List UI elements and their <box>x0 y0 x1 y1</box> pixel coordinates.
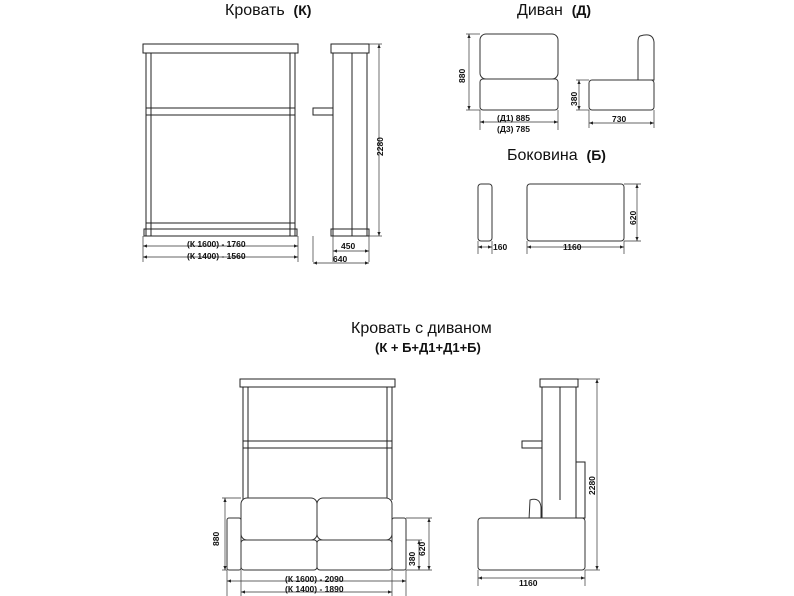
bed-width-1400-label: (К 1400) - 1560 <box>187 251 246 261</box>
combo-width-1400-label: (К 1400) - 1890 <box>285 584 344 594</box>
combo-depth-label: 1160 <box>519 578 538 588</box>
sofa-title-text: Диван <box>517 2 563 19</box>
bed-code: (К) <box>293 2 312 18</box>
side-height-label: 620 <box>628 210 638 225</box>
sofa-side-dimensions <box>576 79 655 128</box>
side-thickness-label: 160 <box>493 242 508 252</box>
side-panel-dimensions <box>477 183 641 254</box>
side-title: Боковина (Б) <box>507 148 606 164</box>
bed-side-view <box>312 43 370 237</box>
combo-width-1600-label: (К 1600) - 2090 <box>285 574 344 584</box>
side-length-label: 1160 <box>563 242 582 252</box>
combo-sofa-height-label: 880 <box>211 531 221 546</box>
bed-width-1600-label: (К 1600) - 1760 <box>187 239 246 249</box>
side-panel-views <box>477 183 625 242</box>
combo-height-label: 2280 <box>587 476 597 495</box>
sofa-front-view <box>479 33 559 111</box>
sofa-width-d1-label: (Д1) 885 <box>497 113 530 123</box>
combo-seat-height-label: 380 <box>407 551 417 566</box>
combo-front-dimensions <box>222 497 432 596</box>
sofa-seat-height-label: 380 <box>569 91 579 106</box>
sofa-front-dimensions <box>466 33 559 130</box>
bed-title-text: Кровать <box>225 2 285 19</box>
sofa-code: (Д) <box>571 2 592 18</box>
side-title-text: Боковина <box>507 147 578 164</box>
combo-side-dimensions <box>477 378 600 586</box>
bed-width-dimension <box>142 236 299 262</box>
bed-height-label: 2280 <box>375 137 385 156</box>
bed-depth-open-label: 640 <box>333 254 348 264</box>
combo-formula: (К + Б+Д1+Д1+Б) <box>375 340 481 355</box>
combo-front-view <box>226 378 407 571</box>
sofa-side-view <box>588 34 655 111</box>
bed-title: Кровать (К) <box>225 3 311 19</box>
bed-side-dimensions <box>312 43 382 265</box>
bed-depth-closed-label: 450 <box>341 241 356 251</box>
side-code: (Б) <box>586 147 606 163</box>
combo-side-height-label: 620 <box>417 541 427 556</box>
sofa-width-d3-label: (Д3) 785 <box>497 124 530 134</box>
sofa-depth-label: 730 <box>612 114 627 124</box>
sofa-title: Диван (Д) <box>517 3 591 19</box>
combo-title: Кровать с диваном <box>351 320 492 337</box>
bed-front-view <box>142 43 299 237</box>
sofa-height-label: 880 <box>457 68 467 83</box>
combo-side-view <box>477 378 586 571</box>
